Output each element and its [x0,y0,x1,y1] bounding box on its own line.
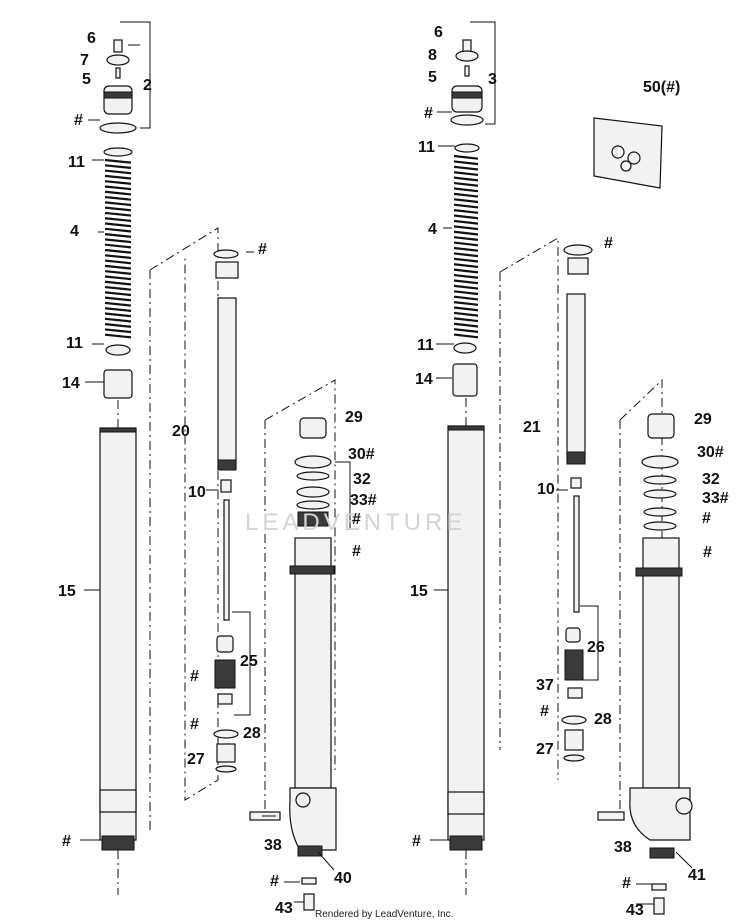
callout-label: # [190,716,199,733]
callout-label: # [424,105,433,122]
fork-cap [103,85,133,115]
callout-label: 26 [587,639,605,656]
callout-label: 6 [434,24,443,41]
bushing [297,511,329,527]
valve-stack [214,659,236,689]
callout-label: # [352,511,361,528]
inner-tube-right [447,425,485,841]
spring-seat-upper [103,147,133,157]
callout-label: 30# [697,444,724,461]
callout-label: 43 [275,900,293,917]
callout-label: 10 [537,481,555,498]
damper-rod [223,499,230,621]
callout-label: 5 [428,69,437,86]
callout-label: 25 [240,653,258,670]
cartridge-ring [213,249,239,259]
callout-label: 28 [594,711,612,728]
callout-label: 11 [417,337,434,354]
left-callouts: 6 7 5 2 #11 4 11 14 15 #20 #10 25 # #28 27 29 30# 32 33# # #… [58,30,377,917]
callout-label: 15 [58,583,76,600]
callout-label: 28 [243,725,261,742]
inner-tube [99,427,137,841]
callout-label: 14 [415,371,433,388]
callout-label: 11 [418,139,435,156]
oil-seal [294,455,332,469]
leader-lines [80,44,693,905]
drain-washer [301,877,317,885]
callout-label: 15 [410,583,428,600]
callout-label: 33# [702,490,729,507]
callout-label: # [62,833,71,850]
callout-label: 20 [172,423,190,440]
callout-label: 8 [428,47,437,64]
callout-label: # [352,543,361,560]
callout-label: # [190,668,199,685]
callout-label: # [540,703,549,720]
callout-label: # [622,875,631,892]
outer-tube [294,537,332,789]
callout-label: 41 [688,867,706,884]
callout-label: 33# [350,492,377,509]
callout-label: 5 [82,71,91,88]
callout-label: 6 [87,30,96,47]
callout-label: 38 [614,839,632,856]
cartridge-top [215,261,239,279]
callout-label: # [703,544,712,561]
callout-label: # [74,112,83,129]
small-pin [115,67,121,79]
cap-o-ring [99,122,137,134]
callout-label: 11 [68,154,85,171]
spacer [103,369,133,399]
damper-rod-tube-right [566,293,586,461]
base-valve [216,743,236,763]
decal-sheet [593,117,663,189]
callout-label: 29 [694,411,712,428]
callout-label: 37 [536,677,554,694]
callout-label: 32 [702,471,720,488]
callout-label: 7 [80,52,89,69]
right-fork-assembly [447,21,693,915]
callout-label: # [258,241,267,258]
right-callouts: 6 8 5 3 #50(#) 11 4 #11 14 15 #21 29 30# 32 33# # #10 26 3… [410,24,729,919]
callout-label: 27 [536,741,554,758]
base-o-ring [213,729,239,739]
callout-label: 4 [70,223,79,240]
drain-bolt [303,893,315,911]
damper-rod-tube [217,297,237,469]
spring-seat-lower [105,344,131,356]
left-fork-assembly [99,21,351,911]
callout-label: 50(#) [643,79,680,96]
callout-label: # [270,873,279,890]
callout-label: 29 [345,409,363,426]
adjuster-knob [106,54,130,66]
callout-label: 43 [626,902,644,919]
cap-bolt [113,39,123,53]
callout-label: 21 [523,419,541,436]
callout-label: 4 [428,221,437,238]
fork-cap-right [451,85,483,113]
outer-tube-right [642,537,680,789]
credit-text: Rendered by LeadVenture, Inc. [315,909,453,920]
fork-spring-right [453,154,479,339]
callout-label: 14 [62,375,80,392]
callout-label: 11 [66,335,83,352]
callout-label: 38 [264,837,282,854]
callout-label: 2 [143,77,152,94]
watermark: LEADVENTURE [245,509,466,536]
callout-label: # [412,833,421,850]
callout-label: 3 [488,71,497,88]
callout-label: 30# [348,446,375,463]
callout-label: 32 [353,471,371,488]
callout-label: # [604,235,613,252]
callout-label: 27 [187,751,205,768]
callout-label: # [702,510,711,527]
axle-bracket-right [629,787,691,841]
callout-label: 40 [334,870,352,887]
dust-seal [299,417,327,439]
rebound-piston [220,479,232,493]
callout-label: 10 [188,484,206,501]
fork-spring [104,158,132,339]
valve-body [216,635,234,653]
